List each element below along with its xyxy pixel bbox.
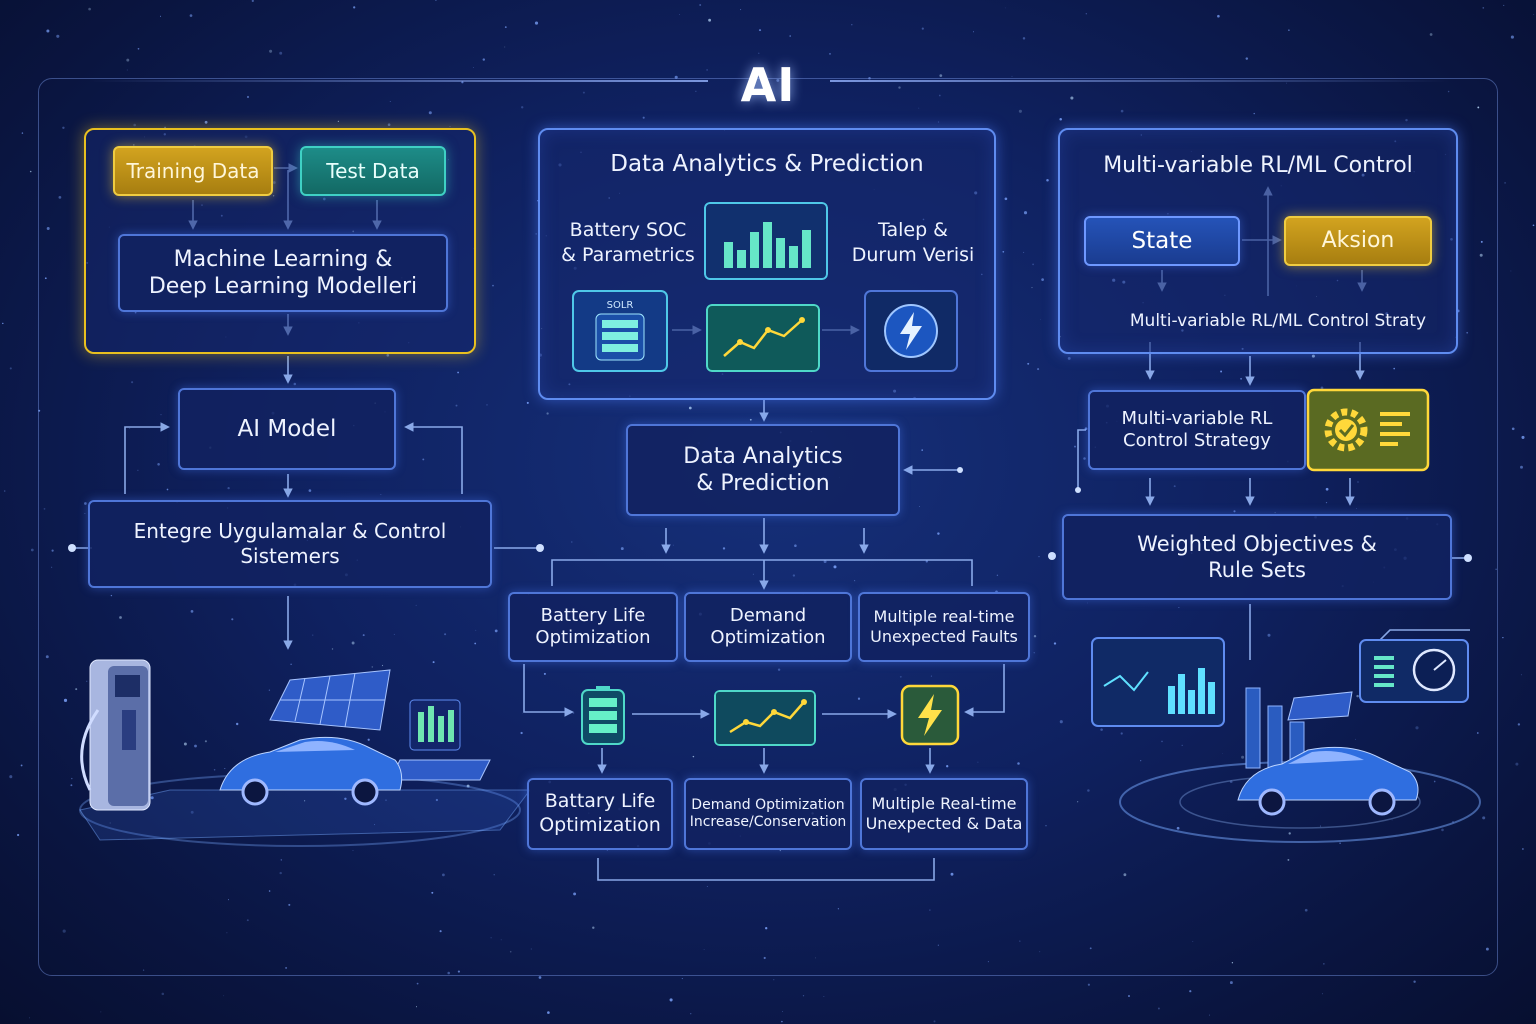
line-chart-icon bbox=[706, 304, 820, 372]
title-line-left bbox=[88, 80, 708, 82]
bar-chart-icon bbox=[704, 202, 828, 280]
battery-icon bbox=[581, 686, 625, 745]
realtime-faults-box[interactable]: Multiple real-time Unexpected Faults bbox=[858, 592, 1030, 662]
outer-frame bbox=[38, 78, 1498, 976]
rl-ml-control-panel-title: Multi-variable RL/ML Control bbox=[1103, 153, 1413, 178]
integrated-applications-box[interactable]: Entegre Uygulamalar & Control Sistemers bbox=[88, 500, 492, 588]
data-analytics-prediction-box[interactable]: Data Analytics & Prediction bbox=[626, 424, 900, 516]
test-data-chip[interactable]: Test Data bbox=[300, 146, 446, 196]
database-icon: SOLR bbox=[572, 290, 668, 372]
battary-life-optimization-box[interactable]: Battary Life Optimization bbox=[527, 778, 673, 850]
demand-increase-conservation-box[interactable]: Demand Optimization Increase/Conservatio… bbox=[684, 778, 852, 850]
state-chip[interactable]: State bbox=[1084, 216, 1240, 266]
weighted-objectives-box[interactable]: Weighted Objectives & Rule Sets bbox=[1062, 514, 1452, 600]
aksion-chip[interactable]: Aksion bbox=[1284, 216, 1432, 266]
rl-control-strategy-box[interactable]: Multi-variable RL Control Strategy bbox=[1088, 390, 1306, 470]
car-icon bbox=[1237, 746, 1419, 816]
training-data-chip[interactable]: Training Data bbox=[113, 146, 273, 196]
svg-text:SOLR: SOLR bbox=[607, 300, 634, 311]
rl-ml-strategy-caption: Multi-variable RL/ML Control Straty bbox=[1129, 311, 1427, 331]
ai-model-box[interactable]: AI Model bbox=[178, 388, 396, 470]
gauge-icon bbox=[1412, 648, 1456, 692]
demand-optimization-box[interactable]: Demand Optimization bbox=[684, 592, 852, 662]
page-title: AI bbox=[740, 58, 796, 112]
car-icon bbox=[219, 736, 403, 806]
talep-durum-label: Talep & Durum Verisi bbox=[851, 219, 975, 266]
ev-charging-scene bbox=[79, 659, 530, 847]
battery-soc-label: Battery SOC & Parametrics bbox=[561, 219, 695, 266]
ev-charger-icon bbox=[80, 659, 151, 811]
realtime-unexpected-data-box[interactable]: Multiple Real-time Unexpected & Data bbox=[860, 778, 1028, 850]
solar-panel-icon bbox=[269, 669, 491, 781]
ml-dl-models-box[interactable]: Machine Learning & Deep Learning Modelle… bbox=[118, 234, 448, 312]
smart-mobility-scene bbox=[1091, 637, 1481, 843]
line-chart-icon bbox=[714, 690, 816, 746]
battery-life-optimization-box[interactable]: Battery Life Optimization bbox=[508, 592, 678, 662]
data-analytics-panel-title: Data Analytics & Prediction bbox=[610, 151, 924, 177]
gear-check-icon bbox=[1306, 388, 1430, 472]
lightning-icon bbox=[864, 290, 958, 372]
lightning-icon bbox=[900, 684, 960, 746]
